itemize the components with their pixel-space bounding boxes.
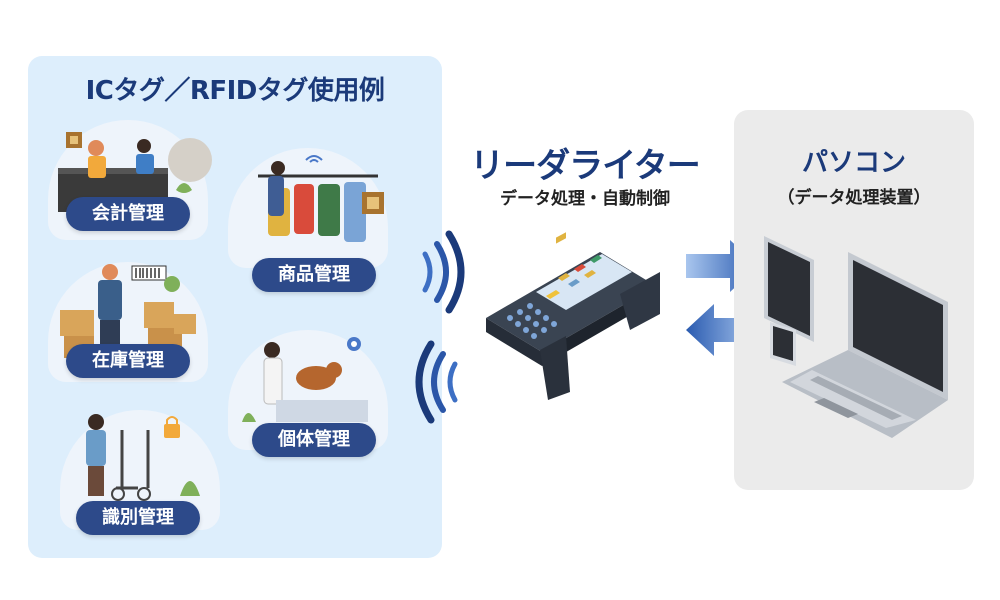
handheld-reader-icon [486,232,660,400]
merchandise-management-label: 商品管理 [252,258,376,292]
individual-management-label: 個体管理 [252,423,376,457]
pc-title: パソコン [801,148,906,178]
identification-illustration [86,414,200,501]
inventory-management-label: 在庫管理 [66,344,190,378]
pc-devices-icon [764,236,948,438]
checkout-management-label: 会計管理 [66,197,190,231]
rfid-usage-title: ICタグ／RFIDタグ使用例 [85,76,385,106]
pc-subtitle: （データ処理装置） [777,188,931,208]
reader-writer-subtitle: データ処理・自動制御 [500,189,670,209]
radio-signal-lower-icon [415,340,458,424]
reader-writer-title: リーダライター [470,146,701,186]
merchandise-illustration [258,155,384,242]
radio-signal-upper-icon [422,230,465,314]
individual-illustration [242,337,368,422]
identification-management-label: 識別管理 [76,501,200,535]
